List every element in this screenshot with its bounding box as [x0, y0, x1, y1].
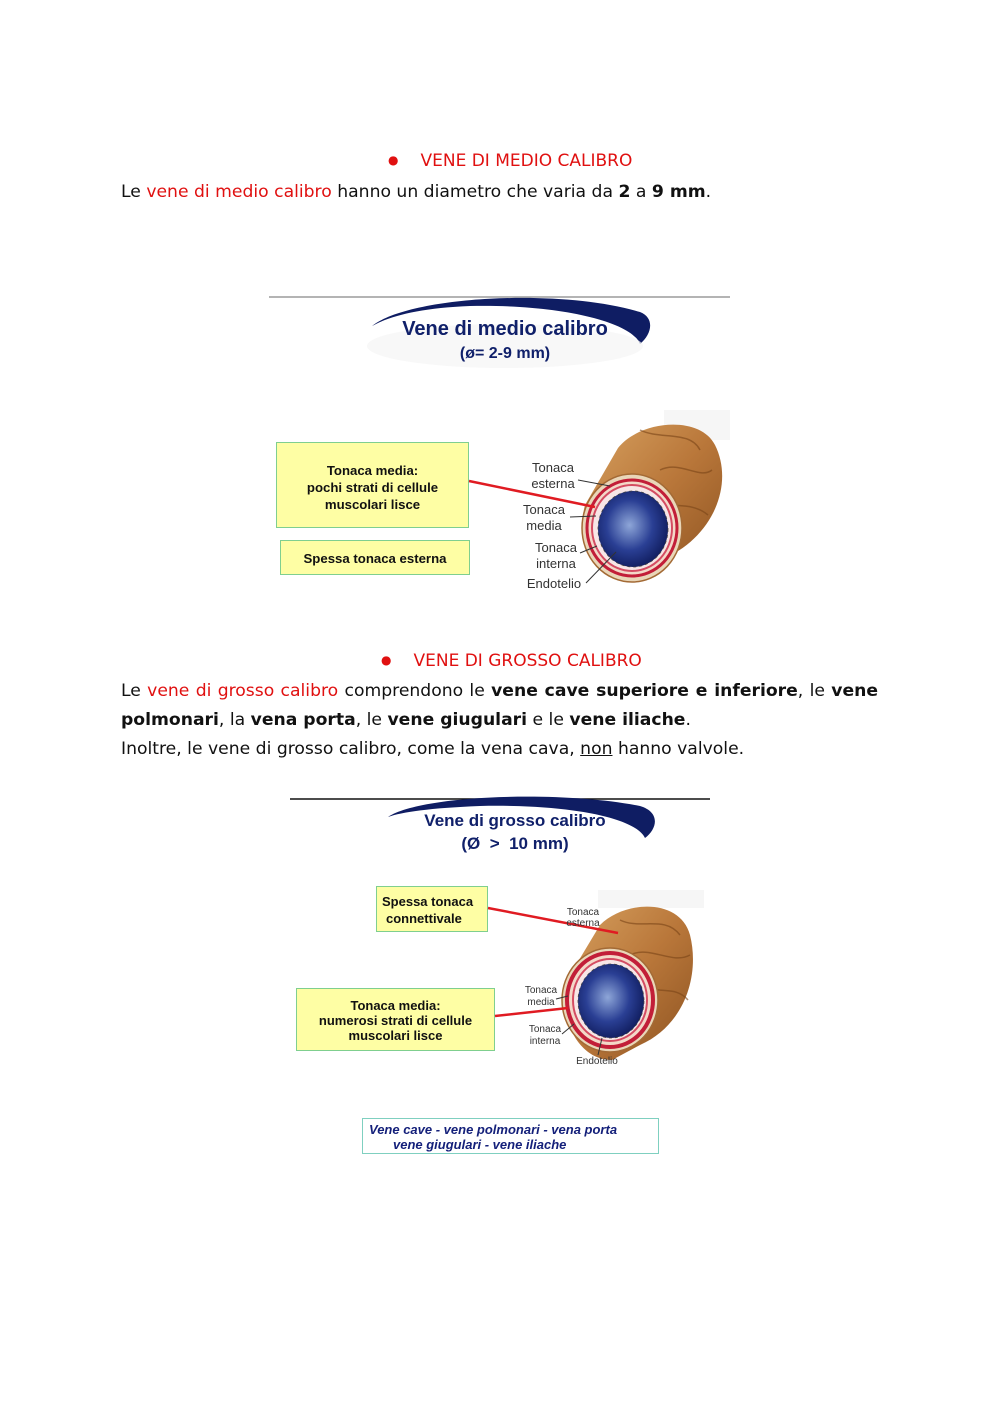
box-tonaca-media-grosso: Tonaca media: numerosi strati di cellule…	[296, 988, 495, 1051]
text: Le	[121, 681, 148, 701]
bold-term: vene iliache	[569, 710, 686, 730]
figure1-subtitle: (ø= 2-9 mm)	[459, 345, 551, 362]
label-tonaca-esterna: Tonaca esterna	[520, 460, 586, 492]
heading-text: VENE DI MEDIO CALIBRO	[420, 151, 633, 171]
text: Le	[121, 182, 147, 202]
label-tonaca-media: Tonaca media	[512, 502, 576, 534]
label-line: interna	[536, 556, 576, 571]
figure2-title: Vene di grosso calibro	[424, 811, 606, 830]
figure1-title: Vene di medio calibro	[402, 318, 608, 340]
vein-cross-section-illustration	[468, 410, 730, 584]
bold-value: 9 mm	[651, 182, 706, 202]
label-tonaca-interna-grosso: Tonaca interna	[518, 1024, 572, 1048]
underlined-word: non	[580, 739, 613, 759]
text: , le	[797, 681, 832, 701]
text: , la	[218, 710, 251, 730]
label-tonaca-interna: Tonaca interna	[522, 540, 590, 572]
box-line: Spessa tonaca esterna	[303, 551, 447, 566]
caption-line: vene giugulari - vene iliache	[393, 1137, 567, 1152]
box-spessa-tonaca-connettivale: Spessa tonaca connettivale	[376, 886, 488, 932]
highlight-term: vene di medio calibro	[146, 182, 332, 202]
bold-value: 2	[618, 182, 631, 202]
label-line: interna	[529, 1036, 561, 1047]
text: .	[685, 710, 691, 730]
figure1-header-graphic	[269, 296, 730, 368]
label-line: media	[527, 997, 555, 1008]
label-line: Tonaca	[535, 540, 577, 555]
label-line: media	[526, 518, 562, 533]
caption-box-vene-grosso-calibro: Vene cave - vene polmonari - vena porta …	[362, 1118, 659, 1154]
box-line: Tonaca media:	[350, 998, 441, 1013]
label-line: Tonaca	[523, 502, 565, 517]
label-endotelio: Endotelio	[526, 576, 582, 591]
heading-medio-calibro: ● VENE DI MEDIO CALIBRO	[388, 151, 632, 171]
label-line: Tonaca	[528, 1024, 562, 1035]
text: .	[705, 182, 712, 202]
text: hanno un diametro che varia da	[331, 182, 619, 202]
text: hanno valvole.	[612, 739, 745, 759]
box-line: numerosi strati di cellule	[318, 1013, 473, 1028]
label-line: esterna	[531, 476, 575, 491]
paragraph-medio-calibro: Le vene di medio calibro hanno un diamet…	[121, 178, 881, 207]
bullet-icon: ●	[381, 653, 392, 667]
bold-term: vene cave superiore e inferiore	[491, 681, 798, 701]
figure2-subtitle: (Ø > 10 mm)	[461, 834, 569, 853]
bold-term: vene polmonari	[121, 681, 878, 730]
heading-text: VENE DI GROSSO CALIBRO	[413, 651, 642, 671]
figure-medio-calibro: Vene di medio calibro (ø= 2-9 mm) Tonaca…	[0, 0, 1000, 620]
label-tonaca-media-grosso: Tonaca media	[514, 985, 568, 1009]
box-line: muscolari lisce	[348, 1028, 443, 1043]
label-line: esterna	[566, 918, 600, 929]
box-line: Tonaca media:	[326, 463, 419, 478]
label-endotelio-grosso: Endotelio	[576, 1056, 618, 1067]
box-tonaca-media: Tonaca media: pochi strati di cellule mu…	[276, 442, 469, 528]
box-line: connettivale	[386, 911, 462, 926]
box-line: muscolari lisce	[324, 497, 421, 512]
box-line: Spessa tonaca	[382, 894, 474, 909]
text: e le	[527, 710, 570, 730]
label-line: Tonaca	[566, 907, 600, 918]
text: a	[630, 182, 652, 202]
highlight-term: vene di grosso calibro	[147, 681, 339, 701]
text: , le	[355, 710, 388, 730]
bullet-icon: ●	[388, 153, 399, 167]
text: Inoltre, le vene di grosso calibro, come…	[121, 739, 581, 759]
label-line: Tonaca	[532, 460, 574, 475]
box-line: pochi strati di cellule	[306, 480, 439, 495]
label-line: Tonaca	[524, 985, 558, 996]
heading-grosso-calibro: ● VENE DI GROSSO CALIBRO	[381, 651, 642, 671]
text: comprendono le	[338, 681, 492, 701]
box-spessa-tonaca-esterna: Spessa tonaca esterna	[280, 540, 470, 575]
paragraph-valvole: Inoltre, le vene di grosso calibro, come…	[121, 735, 878, 764]
bold-term: vena porta	[250, 710, 356, 730]
bold-term: vene giugulari	[387, 710, 528, 730]
paragraph-grosso-calibro: Le vene di grosso calibro comprendono le…	[121, 677, 878, 735]
caption-line: Vene cave - vene polmonari - vena porta	[369, 1122, 618, 1137]
label-tonaca-esterna-grosso: Tonaca esterna	[556, 907, 610, 929]
